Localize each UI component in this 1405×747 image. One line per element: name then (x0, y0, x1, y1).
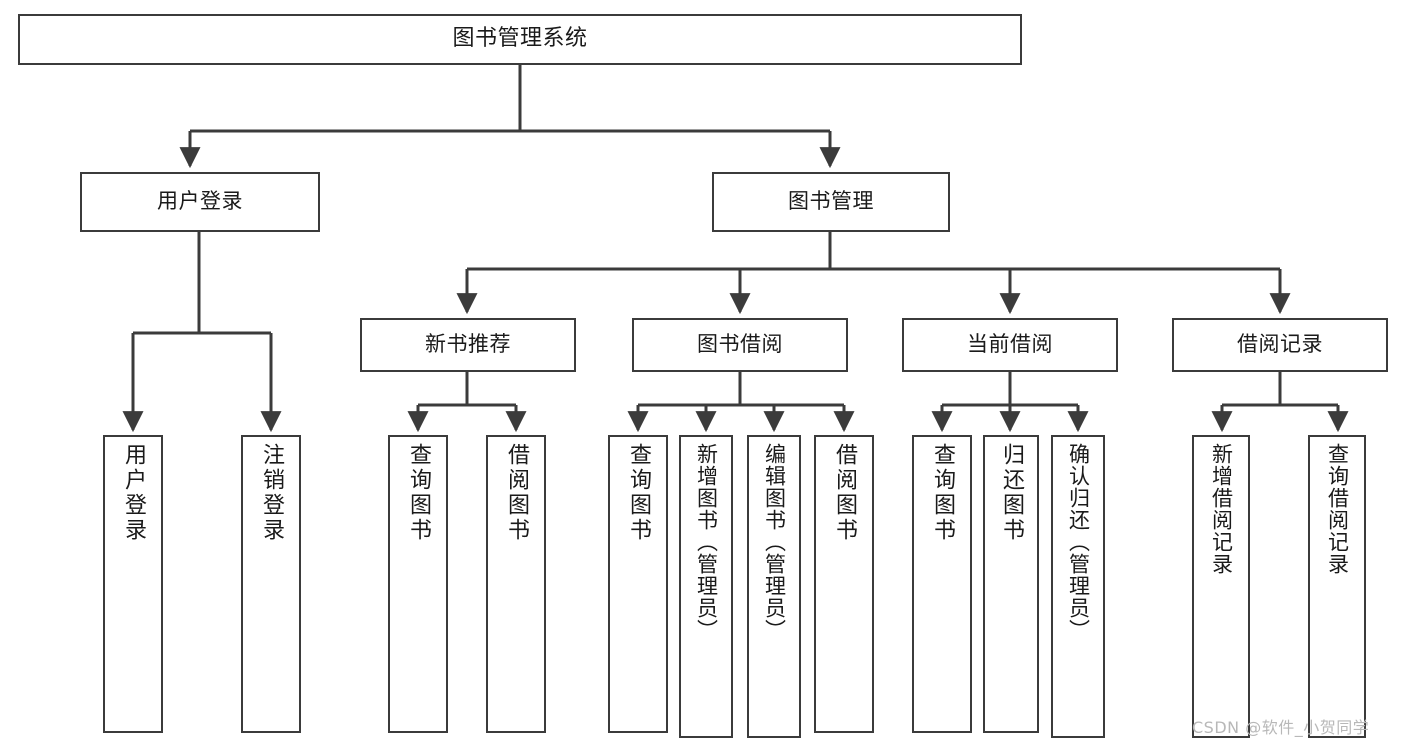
node-borrow-record[interactable]: 借阅记录 (1172, 318, 1388, 372)
node-label: 用户登录 (121, 443, 146, 543)
csdn-watermark: CSDN @软件_小贺同学 (1192, 718, 1370, 737)
node-label: 确认归还（管理员） (1066, 443, 1091, 641)
node-leaf-logout[interactable]: 注销登录 (241, 435, 301, 733)
node-leaf-query-borrow-record[interactable]: 查询借阅记录 (1308, 435, 1366, 738)
node-label: 用户登录 (157, 189, 243, 214)
node-label: 借阅记录 (1237, 332, 1323, 357)
node-leaf-user-login[interactable]: 用户登录 (103, 435, 163, 733)
node-label: 新增图书（管理员） (694, 443, 719, 641)
node-leaf-confirm-return-admin[interactable]: 确认归还（管理员） (1051, 435, 1105, 738)
node-leaf-query-book-borrow[interactable]: 查询图书 (608, 435, 668, 733)
node-leaf-borrow-book-new[interactable]: 借阅图书 (486, 435, 546, 733)
node-leaf-edit-book-admin[interactable]: 编辑图书（管理员） (747, 435, 801, 738)
node-label: 图书借阅 (697, 332, 783, 357)
node-label: 归还图书 (999, 443, 1024, 543)
node-label: 查询借阅记录 (1325, 443, 1350, 575)
node-label: 注销登录 (259, 443, 284, 543)
node-label: 查询图书 (626, 443, 651, 543)
node-label: 查询图书 (930, 443, 955, 543)
node-label: 图书管理系统 (452, 26, 588, 52)
node-leaf-add-borrow-record[interactable]: 新增借阅记录 (1192, 435, 1250, 738)
node-root-book-management-system[interactable]: 图书管理系统 (18, 14, 1022, 65)
node-book-borrow[interactable]: 图书借阅 (632, 318, 848, 372)
node-label: 当前借阅 (967, 332, 1053, 357)
node-new-book-recommend[interactable]: 新书推荐 (360, 318, 576, 372)
node-label: 查询图书 (406, 443, 431, 543)
node-leaf-add-book-admin[interactable]: 新增图书（管理员） (679, 435, 733, 738)
node-label: 借阅图书 (504, 443, 529, 543)
node-label: 新书推荐 (425, 332, 511, 357)
node-user-login[interactable]: 用户登录 (80, 172, 320, 232)
node-current-borrow[interactable]: 当前借阅 (902, 318, 1118, 372)
node-leaf-query-book-current[interactable]: 查询图书 (912, 435, 972, 733)
node-leaf-return-book[interactable]: 归还图书 (983, 435, 1039, 733)
node-book-management[interactable]: 图书管理 (712, 172, 950, 232)
node-leaf-query-book-new[interactable]: 查询图书 (388, 435, 448, 733)
node-label: 借阅图书 (832, 443, 857, 543)
node-label: 新增借阅记录 (1209, 443, 1234, 575)
node-label: 图书管理 (788, 189, 874, 214)
node-label: 编辑图书（管理员） (762, 443, 787, 641)
node-leaf-borrow-book[interactable]: 借阅图书 (814, 435, 874, 733)
